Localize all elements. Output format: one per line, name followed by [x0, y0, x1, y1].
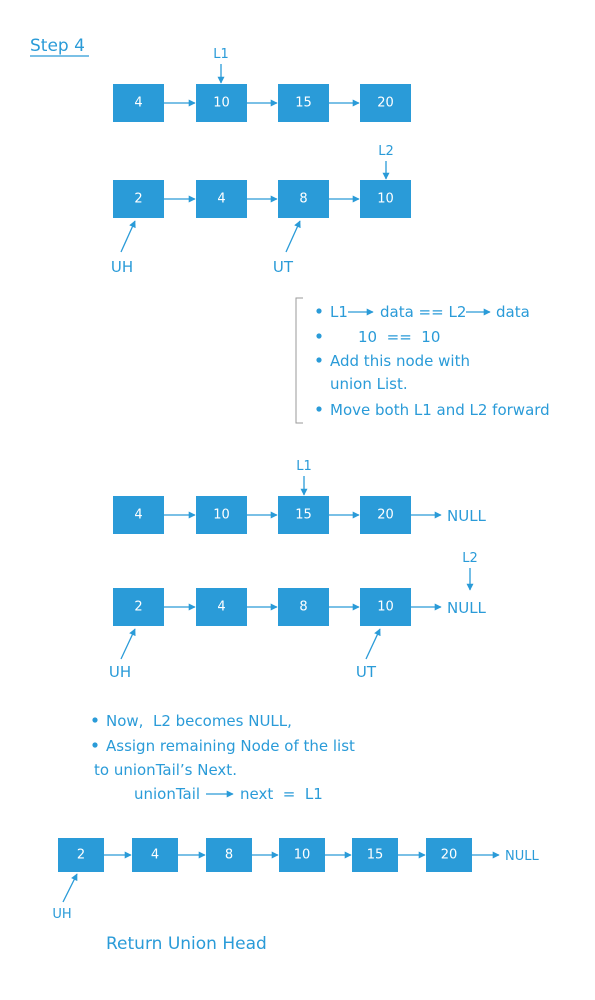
pointer-l1-label: L1	[296, 459, 312, 474]
svg-text:4: 4	[217, 192, 225, 207]
list-node: 8	[278, 180, 329, 218]
condition-notes: L1 data == L2 data 10 == 10 Add this nod…	[295, 297, 550, 424]
pointer-l1-label: L1	[213, 47, 229, 62]
final-note-2: Assign remaining Node of the list	[106, 737, 355, 755]
list-node: 4	[113, 84, 164, 122]
ut-label: UT	[356, 663, 377, 681]
list-node: 10	[360, 180, 411, 218]
null-label: NULL	[447, 599, 487, 617]
list-node: 2	[113, 180, 164, 218]
list-node: 15	[278, 84, 329, 122]
svg-text:2: 2	[77, 848, 85, 863]
list-node: 20	[426, 838, 472, 872]
uh-label: UH	[109, 663, 131, 681]
svg-text:10: 10	[294, 848, 311, 863]
svg-text:8: 8	[299, 192, 307, 207]
note-line-1b: data == L2	[380, 303, 466, 321]
null-label: NULL	[505, 849, 539, 864]
svg-text:20: 20	[441, 848, 458, 863]
svg-text:15: 15	[295, 508, 312, 523]
svg-text:15: 15	[295, 96, 312, 111]
uh-arrow	[120, 220, 136, 253]
ut-arrow	[285, 220, 301, 253]
list-node: 8	[278, 588, 329, 626]
list-l2-after: 2 4 8 10 NULL	[113, 588, 487, 626]
note-line-1a: L1	[330, 303, 348, 321]
uh-label: UH	[111, 258, 133, 276]
list-node: 2	[58, 838, 104, 872]
svg-text:4: 4	[134, 508, 142, 523]
svg-text:2: 2	[134, 192, 142, 207]
bullet	[316, 333, 322, 339]
ut-label: UT	[273, 258, 294, 276]
svg-text:8: 8	[299, 600, 307, 615]
note-line-2: 10 == 10	[358, 328, 440, 346]
svg-text:2: 2	[134, 600, 142, 615]
note-line-4: union List.	[330, 375, 408, 393]
final-note-4b: next = L1	[240, 785, 323, 803]
svg-text:20: 20	[377, 96, 394, 111]
list-l1-before: 4 10 15 20	[113, 84, 411, 122]
return-union-head-label: Return Union Head	[106, 934, 267, 954]
list-node: 15	[352, 838, 398, 872]
bullet	[92, 742, 98, 748]
final-union-list: 2 4 8 10 15 20 NULL	[58, 838, 539, 872]
list-node: 4	[113, 496, 164, 534]
list-node: 10	[360, 588, 411, 626]
svg-text:10: 10	[213, 508, 230, 523]
list-node: 4	[132, 838, 178, 872]
final-note-3: to unionTail’s Next.	[94, 761, 237, 779]
list-node: 20	[360, 496, 411, 534]
null-label: NULL	[447, 507, 487, 525]
svg-text:10: 10	[213, 96, 230, 111]
note-line-5: Move both L1 and L2 forward	[330, 401, 550, 419]
bullet	[92, 717, 98, 723]
list-l2-before: 2 4 8 10	[113, 180, 411, 218]
bullet	[316, 308, 322, 314]
pointer-l2-label: L2	[378, 144, 394, 159]
bullet	[316, 357, 322, 363]
final-note-1: Now, L2 becomes NULL,	[106, 712, 292, 730]
uh-label: UH	[52, 907, 71, 922]
list-node: 10	[196, 84, 247, 122]
svg-text:20: 20	[377, 508, 394, 523]
note-line-1c: data	[496, 303, 530, 321]
final-note-4a: unionTail	[134, 785, 200, 803]
svg-text:4: 4	[217, 600, 225, 615]
list-node: 20	[360, 84, 411, 122]
final-notes: Now, L2 becomes NULL, Assign remaining N…	[92, 712, 355, 803]
step-title: Step 4	[30, 36, 85, 56]
svg-text:15: 15	[367, 848, 384, 863]
uh-arrow	[62, 873, 78, 903]
list-node: 8	[206, 838, 252, 872]
list-l1-after: 4 10 15 20 NULL	[113, 496, 487, 534]
note-line-3: Add this node with	[330, 352, 470, 370]
list-node: 10	[196, 496, 247, 534]
svg-text:4: 4	[151, 848, 159, 863]
list-node: 2	[113, 588, 164, 626]
list-node: 4	[196, 180, 247, 218]
svg-text:4: 4	[134, 96, 142, 111]
svg-text:8: 8	[225, 848, 233, 863]
list-node: 15	[278, 496, 329, 534]
uh-arrow	[120, 628, 136, 660]
svg-text:10: 10	[377, 192, 394, 207]
svg-text:10: 10	[377, 600, 394, 615]
notes-bracket	[295, 297, 303, 424]
pointer-l2-label: L2	[462, 551, 478, 566]
ut-arrow	[365, 628, 381, 660]
bullet	[316, 406, 322, 412]
list-node: 10	[279, 838, 325, 872]
list-node: 4	[196, 588, 247, 626]
